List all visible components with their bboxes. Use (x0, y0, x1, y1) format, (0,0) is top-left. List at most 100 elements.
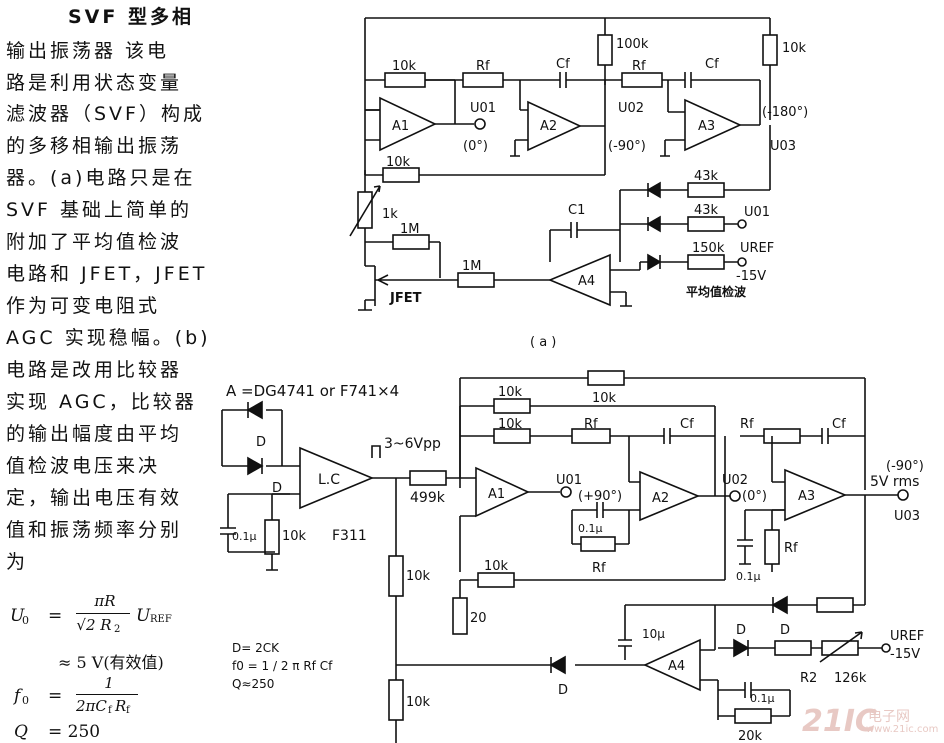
b-label-rf-a: Rf (584, 417, 598, 432)
a-label-u02-phase: (-90°) (608, 139, 646, 154)
text-line-4: 滤波器（SVF）构成 (6, 103, 205, 125)
text-line-13: 实现 AGC，比较器 (6, 391, 197, 413)
eq3-den-sub: f (108, 705, 112, 716)
a-label-u02: U02 (618, 101, 644, 116)
b-label-rf-b: Rf (740, 417, 754, 432)
text-line-2: 输出振荡器 该电 (6, 40, 170, 62)
a-label-rf2: Rf (632, 59, 646, 74)
text-line-5: 的多移相输出振荡 (6, 135, 183, 157)
watermark-cn: 电子网 (868, 709, 910, 725)
b-label-rf-c: Rf (592, 561, 606, 576)
eq3-den-tail-sub: f (126, 705, 130, 716)
a-label-u03-phase: (-180°) (762, 105, 808, 120)
b-label-uref: UREF (890, 629, 924, 644)
b-label-m90: (-90°) (886, 459, 924, 474)
b-label-r126k: 126k (834, 671, 867, 686)
text-line-8: 附加了平均值检波 (6, 231, 183, 253)
b-label-c01b: 0.1μ (578, 522, 603, 535)
text-line-10: 作为可变电阻式 (6, 295, 161, 317)
eq3-bar (76, 694, 138, 695)
a-label-r43k-b: 43k (694, 203, 719, 218)
eq3-equals: = (48, 686, 63, 706)
b-label-r20k: 20k (738, 729, 763, 743)
b-label-rf-d: Rf (784, 541, 798, 556)
text-line-1: SVF 型多相 (68, 6, 194, 28)
text-line-11: AGC 实现稳幅。(b) (6, 327, 211, 349)
b-label-d2: D (272, 481, 282, 496)
a-label-a2: A2 (540, 119, 557, 134)
b-label-d-a: D (736, 623, 746, 638)
b-label-u02: U02 (722, 473, 748, 488)
eq1-den: √2 R (76, 616, 112, 634)
b-label-a2: A2 (652, 491, 669, 506)
a-label-out-u01: U01 (744, 205, 770, 220)
b-note-2: f0 = 1 / 2 π Rf Cf (232, 659, 333, 673)
a-label-rf1: Rf (476, 59, 490, 74)
eq3-den: 2πC (76, 697, 107, 715)
eq3-den-tail: R (115, 697, 127, 715)
text-line-7: SVF 基础上简单的 (6, 199, 193, 221)
b-label-r10k-v2: 10k (406, 695, 431, 710)
b-label-d1: D (256, 435, 266, 450)
text-line-16: 定，输出电压有效 (6, 487, 183, 509)
b-label-d-c: D (558, 683, 568, 698)
eq1-equals: = (48, 606, 63, 626)
eq1-tail: U (136, 606, 151, 626)
b-label-m15v: -15V (890, 647, 920, 662)
a-r100k (597, 34, 613, 66)
b-label-r10k-cmp: 10k (282, 529, 307, 544)
text-line-3: 路是利用状态变量 (6, 72, 183, 94)
a-label-r10k-right: 10k (782, 41, 807, 56)
eq3-num: 1 (104, 674, 114, 692)
a-label-r10k-fb: 10k (386, 155, 411, 170)
eq4-rhs: = 250 (48, 722, 101, 742)
a-label-u03: U03 (770, 139, 796, 154)
b-note-3: Q≈250 (232, 677, 274, 691)
a-label-cf1: Cf (556, 57, 570, 72)
b-label-u03: U03 (894, 509, 920, 524)
a-label-m15v: -15V (736, 269, 766, 284)
b-label-cf-a: Cf (680, 417, 694, 432)
text-line-9: 电路和 JFET，JFET (6, 263, 208, 285)
eq3-lhs: f (14, 686, 21, 706)
eq3-lhs-sub: 0 (22, 694, 29, 707)
b-note-1: D= 2CK (232, 641, 280, 655)
a-label-cf2: Cf (705, 57, 719, 72)
b-label-r10k-top2: 10k (498, 385, 523, 400)
text-line-17: 值和振荡频率分别 (6, 519, 183, 541)
b-label-r2: R2 (800, 671, 817, 686)
watermark-url: www.21ic.com (866, 724, 939, 735)
b-label-r10k-mid: 10k (498, 417, 523, 432)
a-label-avg-det: 平均值检波 (686, 284, 747, 299)
text-line-12: 电路是改用比较器 (6, 359, 183, 381)
eq1-bar (76, 613, 130, 614)
b-label-r20: 20 (470, 611, 487, 626)
b-label-r10k-top1: 10k (592, 391, 617, 406)
a-label-a1: A1 (392, 119, 409, 134)
b-label-a3: A3 (798, 489, 815, 504)
a-label-r150k: 150k (692, 241, 725, 256)
a-label-c1: C1 (568, 203, 585, 218)
eq1-lhs: U (10, 606, 25, 626)
a-label-r100k: 100k (616, 37, 649, 52)
a-caption: ( a ) (530, 335, 556, 350)
b-label-p0: (0°) (742, 489, 767, 504)
b-label-chip: A =DG4741 or F741×4 (226, 382, 399, 400)
text-line-18: 为 (6, 551, 29, 573)
eq4-lhs: Q (14, 722, 28, 742)
equation-approx: ≈ 5 V(有效值) (58, 653, 164, 672)
b-label-d-b: D (780, 623, 790, 638)
a-label-a4: A4 (578, 274, 595, 289)
a-label-r1m-b: 1M (462, 259, 482, 274)
b-label-cmp: L.C (318, 472, 340, 488)
a-label-jfet: JFET (389, 291, 422, 306)
b-label-cmp-name: F311 (332, 528, 367, 544)
b-label-c01: 0.1μ (232, 530, 257, 543)
text-line-14: 的输出幅度由平均 (6, 423, 183, 445)
b-label-cf-b: Cf (832, 417, 846, 432)
b-label-r499k: 499k (410, 490, 446, 506)
a-label-r10k-in: 10k (392, 59, 417, 74)
text-line-15: 值检波电压来决 (6, 455, 161, 477)
b-label-u01: U01 (556, 473, 582, 488)
